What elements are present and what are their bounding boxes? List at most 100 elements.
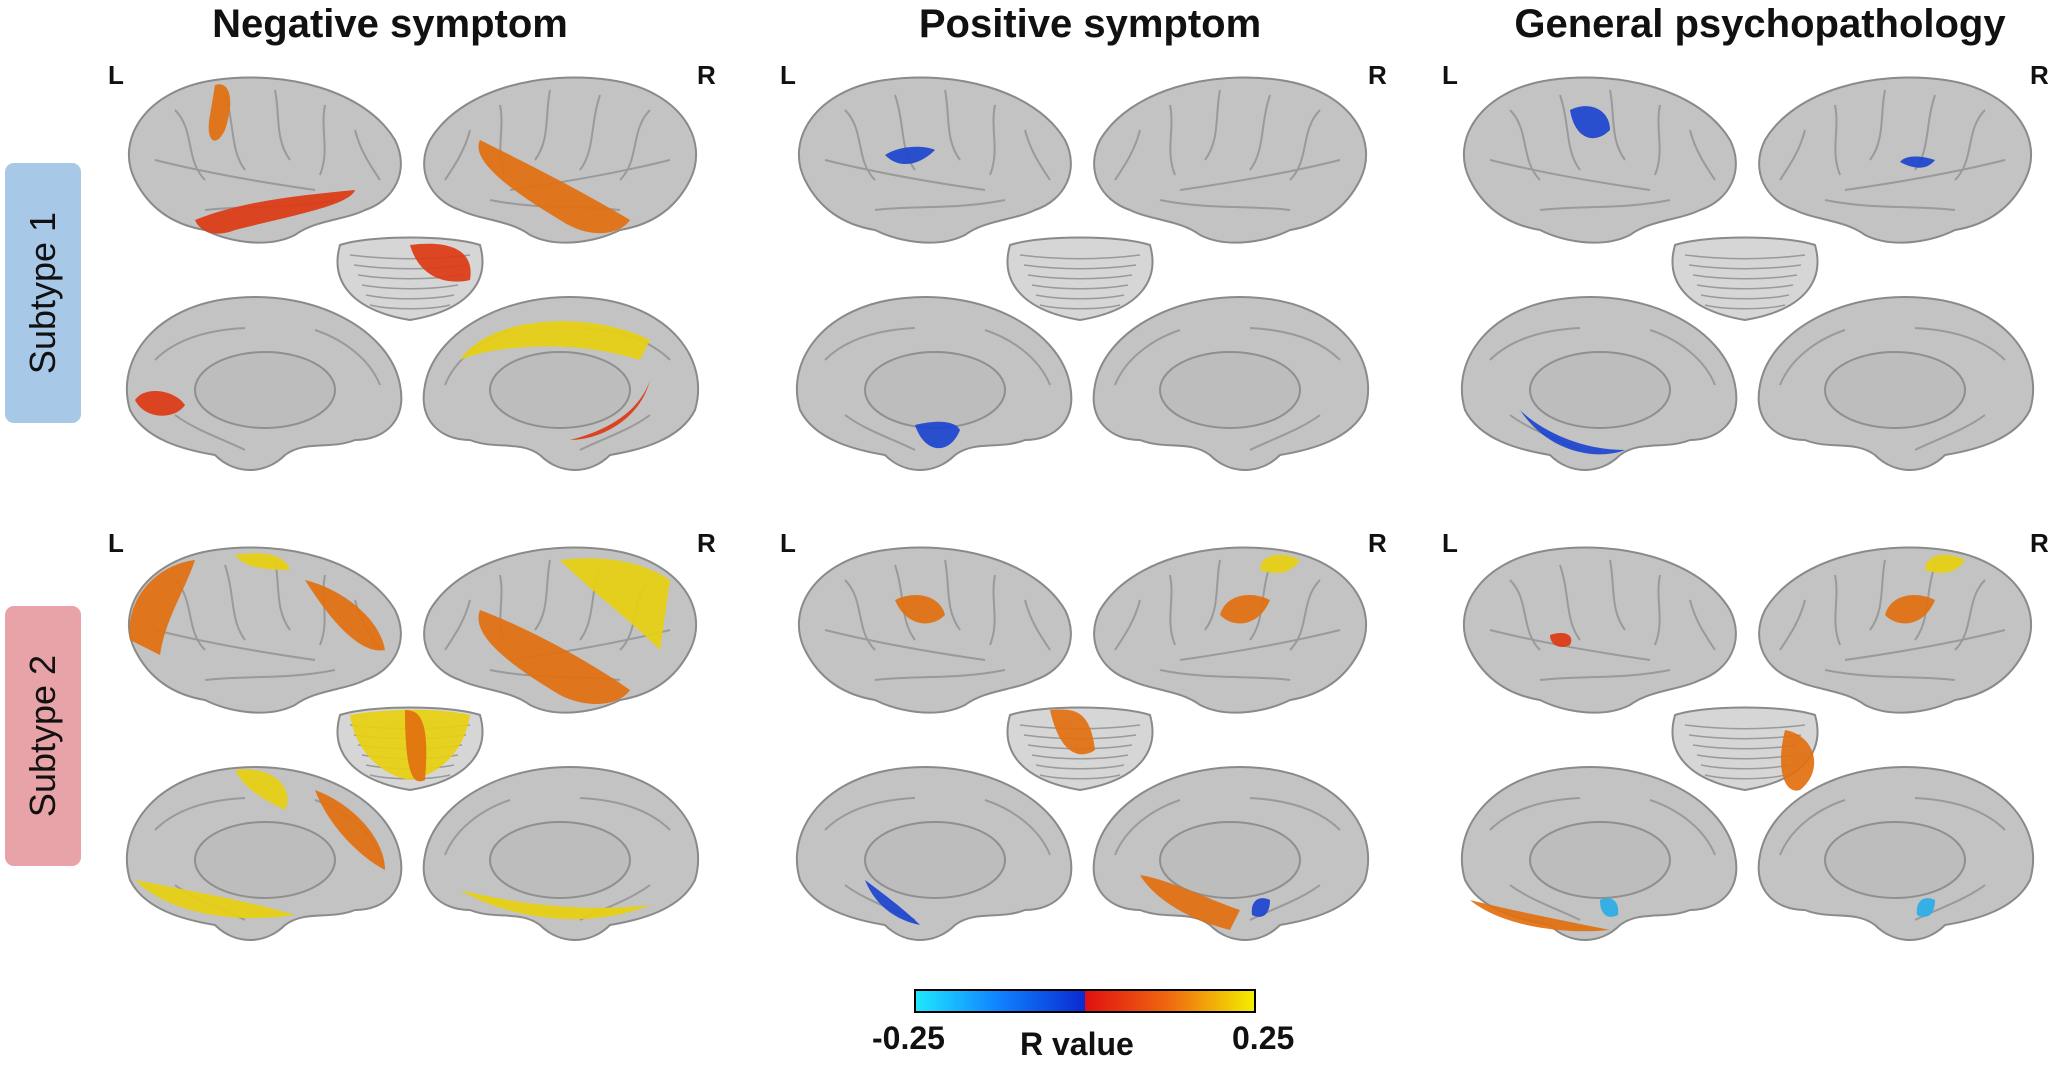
activation-orange [1050, 709, 1095, 755]
activation-orange [1470, 900, 1610, 932]
left-medial-view [125, 296, 403, 471]
folium [369, 304, 451, 310]
right-medial-view [1757, 296, 2035, 471]
sulcus [154, 327, 246, 361]
sulcus [1654, 574, 1661, 646]
sulcus [874, 199, 1006, 211]
folium [365, 294, 455, 300]
sulcus [989, 104, 996, 176]
sulcus [1689, 599, 1716, 651]
right-lateral-view [1093, 546, 1368, 714]
corpus-callosum [1824, 351, 1966, 429]
sulcus [1249, 414, 1321, 451]
sulcus [1654, 104, 1661, 176]
brain-surface [1093, 76, 1368, 244]
hemisphere-label-left: L [1442, 60, 1458, 90]
sulcus [1249, 797, 1341, 831]
sulcus [989, 574, 996, 646]
sulcus [1539, 669, 1671, 681]
sulcus [1914, 797, 2006, 831]
hemisphere-label-right: R [2030, 528, 2049, 558]
sulcus [1559, 94, 1581, 171]
folium [1684, 254, 1806, 260]
left-lateral-view [797, 76, 1072, 244]
folium [1039, 774, 1121, 780]
colorbar-title: R value [1020, 1026, 1134, 1062]
right-lateral-view [423, 546, 698, 714]
sulcus [1539, 199, 1671, 211]
sulcus [1509, 109, 1541, 181]
folium [1039, 304, 1121, 310]
folium [1704, 774, 1786, 780]
folium [1031, 284, 1129, 290]
sulcus [1204, 559, 1221, 631]
right-lateral-view [423, 76, 698, 244]
sulcus [1024, 129, 1051, 181]
sulcus [1869, 89, 1886, 161]
activation-yellow [460, 321, 650, 360]
cerebellum-view [1006, 706, 1154, 792]
folium [1684, 724, 1806, 730]
activation-orange [1780, 730, 1815, 791]
left-lateral-view [1462, 76, 1737, 244]
folium [361, 284, 459, 290]
brain-surface [1462, 546, 1737, 714]
sulcus [1489, 327, 1581, 361]
sulcus [1824, 199, 1956, 211]
sulcus [1914, 327, 2006, 361]
sulcus [1869, 559, 1886, 631]
sulcus [1249, 884, 1321, 921]
right-medial-view [1092, 296, 1370, 471]
left-medial-view [795, 296, 1073, 471]
corpus-callosum [1529, 351, 1671, 429]
sulcus [319, 574, 326, 646]
left-medial-view [125, 766, 403, 941]
hemisphere-label-left: L [780, 528, 796, 558]
sulcus [1824, 669, 1956, 681]
sulcus [984, 799, 1051, 856]
activation-blue [915, 421, 960, 449]
sulcus [1834, 104, 1841, 176]
sulcus [1559, 564, 1581, 641]
corpus-callosum [1529, 821, 1671, 899]
sulcus [1779, 599, 1806, 651]
sulcus [174, 414, 246, 451]
brain-surface [1093, 546, 1368, 714]
activation-blue [1570, 106, 1610, 139]
folium [1700, 294, 1790, 300]
activation-orange [478, 140, 630, 234]
sulcus [319, 104, 326, 176]
sulcus [1609, 559, 1626, 631]
sulcus [1024, 599, 1051, 651]
folium [1027, 274, 1133, 280]
hemisphere-label-right: R [2030, 60, 2049, 90]
right-medial-view [422, 766, 700, 941]
activation-red [135, 390, 185, 416]
left-lateral-view [127, 76, 402, 244]
corpus-callosum [489, 821, 631, 899]
activation-red [1550, 633, 1572, 647]
activation-orange [1885, 595, 1935, 624]
activation-orange [315, 790, 385, 870]
hemisphere-label-left: L [108, 60, 124, 90]
sulcus [1914, 884, 1986, 921]
activation-red [570, 380, 650, 440]
activation-yellow [235, 553, 290, 570]
sulcus [1114, 799, 1181, 856]
sulcus [354, 129, 381, 181]
activation-orange [405, 710, 427, 782]
sulcus [1509, 579, 1541, 651]
hemisphere-label-right: R [1368, 528, 1387, 558]
sulcus [619, 109, 651, 181]
sulcus [824, 797, 916, 831]
colorbar [914, 989, 1256, 1013]
activation-cyan [1600, 898, 1619, 917]
sulcus [204, 669, 336, 681]
sulcus [944, 559, 961, 631]
activation-yellow [235, 769, 288, 810]
activation-orange [208, 84, 231, 141]
hemisphere-label-right: R [697, 528, 716, 558]
activation-orange [895, 595, 945, 624]
sulcus [1179, 159, 1341, 191]
